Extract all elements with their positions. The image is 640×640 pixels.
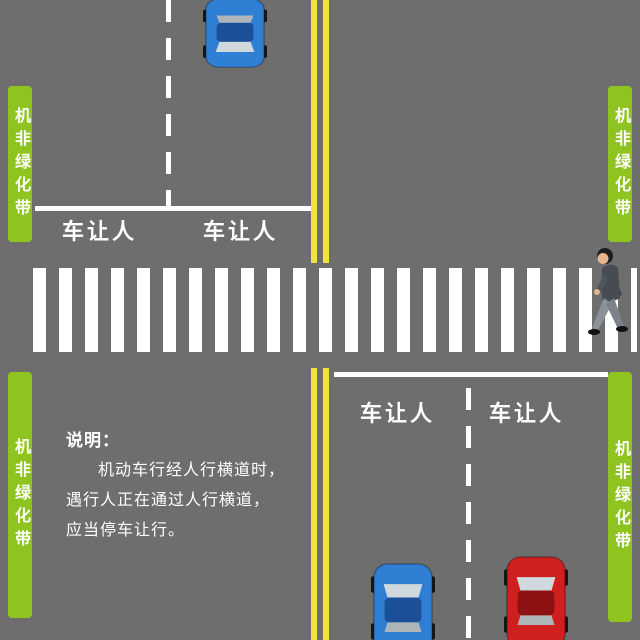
green-belt-top-left: 机非绿化带 <box>8 86 32 242</box>
yield-marking-top-right: 车让人 <box>203 219 279 244</box>
car-blue-bottom <box>371 563 435 640</box>
car-blue-top <box>203 0 267 68</box>
green-belt-label: 机非绿化带 <box>12 106 29 222</box>
yield-marking-bottom-right: 车让人 <box>489 401 565 426</box>
green-belt-top-right: 机非绿化带 <box>608 86 632 242</box>
green-belt-label: 机非绿化带 <box>612 106 629 222</box>
explanation-line: 应当停车让行。 <box>66 522 186 539</box>
explanation-title: 说明： <box>66 431 120 450</box>
lane-divider-dashed-bottom <box>466 388 471 640</box>
green-belt-label: 机非绿化带 <box>612 439 629 555</box>
explanation-line: 机动车行经人行横道时， <box>98 462 286 479</box>
double-yellow-line-top-right <box>323 0 329 263</box>
explanation-block: 说明： 机动车行经人行横道时， 遇行人正在通过人行横道， 应当停车让行。 <box>66 426 316 546</box>
double-yellow-line-bottom-right <box>323 368 329 640</box>
pedestrian <box>588 246 640 346</box>
zebra-crosswalk <box>33 268 637 352</box>
yield-marking-top-left: 车让人 <box>62 219 138 244</box>
double-yellow-line-top-left <box>311 0 317 263</box>
yield-marking-bottom-left: 车让人 <box>360 401 436 426</box>
explanation-line: 遇行人正在通过人行横道， <box>66 492 271 509</box>
double-yellow-line-bottom-left <box>311 368 317 640</box>
lane-divider-dashed-top <box>166 0 171 206</box>
car-red-bottom <box>504 556 568 640</box>
pedestrian-icon <box>588 248 628 335</box>
green-belt-bottom-left: 机非绿化带 <box>8 372 32 618</box>
stop-line-top <box>35 206 312 211</box>
car-icon <box>504 556 568 640</box>
green-belt-bottom-right: 机非绿化带 <box>608 372 632 622</box>
stop-line-bottom <box>334 372 608 377</box>
car-icon <box>371 563 435 640</box>
green-belt-label: 机非绿化带 <box>12 437 29 553</box>
car-icon <box>203 0 267 68</box>
